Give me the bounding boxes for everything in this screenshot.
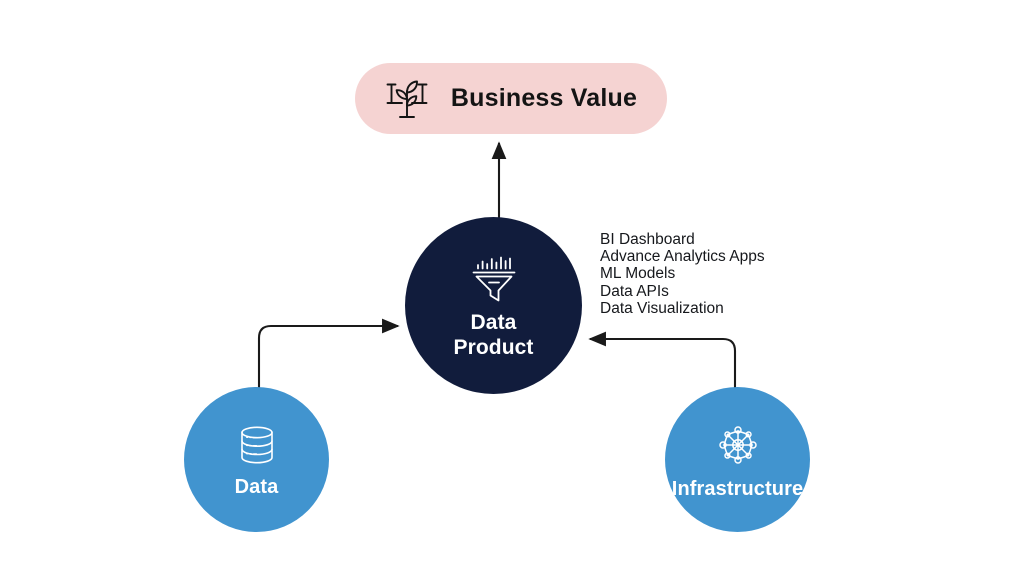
list-item: ML Models — [600, 265, 676, 283]
list-item: Data APIs — [600, 282, 669, 300]
node-data[interactable]: Data — [184, 387, 329, 532]
node-data-product[interactable]: Data Product — [405, 217, 582, 394]
data-product-label: Data Product — [453, 311, 533, 361]
data-product-label-line2: Product — [453, 335, 534, 359]
infrastructure-label: Infrastructure — [671, 477, 804, 500]
data-product-output-list: BI Dashboard Advance Analytics Apps ML M… — [600, 231, 810, 317]
database-icon — [235, 423, 279, 467]
data-product-label-line1: Data — [470, 310, 517, 334]
list-item: Data Visualization — [600, 299, 724, 317]
connector-data-to-data-product — [257, 318, 400, 400]
node-infrastructure[interactable]: Infrastructure — [665, 387, 810, 532]
node-business-value[interactable]: Business Value — [355, 63, 667, 134]
business-value-label: Business Value — [450, 84, 638, 112]
list-item: Advance Analytics Apps — [600, 248, 765, 266]
plant-growth-icon — [385, 77, 429, 121]
data-label: Data — [234, 475, 279, 498]
funnel-analytics-icon — [468, 255, 520, 303]
network-nodes-icon — [714, 421, 762, 469]
list-item: BI Dashboard — [600, 231, 695, 248]
